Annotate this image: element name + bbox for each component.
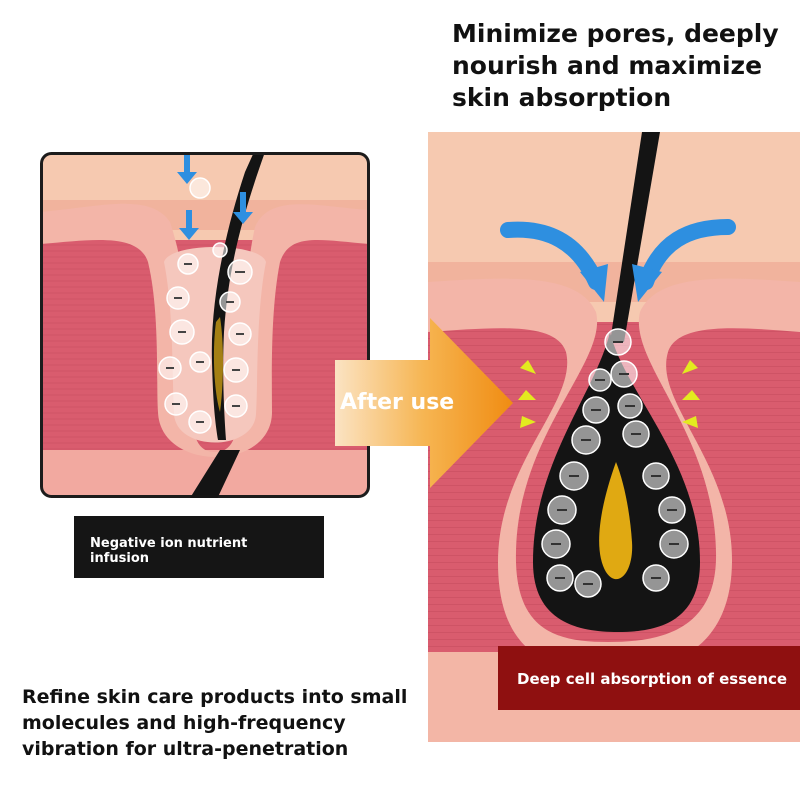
negative-ion-callout-label: Negative ion nutrient infusion (90, 536, 248, 566)
deep-absorption-callout-label: Deep cell absorption of essence (517, 670, 788, 688)
yellow-arrow-icon (518, 360, 700, 428)
essence-droplet (599, 462, 633, 580)
after-illustration (428, 132, 800, 742)
footer-description: Refine skin care products into small mol… (22, 686, 408, 760)
blue-curved-arrow-icon (500, 219, 736, 302)
deep-absorption-callout (498, 646, 800, 710)
headline: Minimize pores, deeply nourish and maxim… (452, 19, 779, 112)
negative-ion-callout (74, 516, 324, 578)
follicle-wall (42, 203, 368, 457)
before-illustration (40, 152, 370, 498)
after-use-arrow (335, 318, 513, 488)
follicle-wall (428, 278, 800, 672)
blue-down-arrow-icon (177, 154, 253, 240)
after-use-label: After use (340, 390, 455, 415)
